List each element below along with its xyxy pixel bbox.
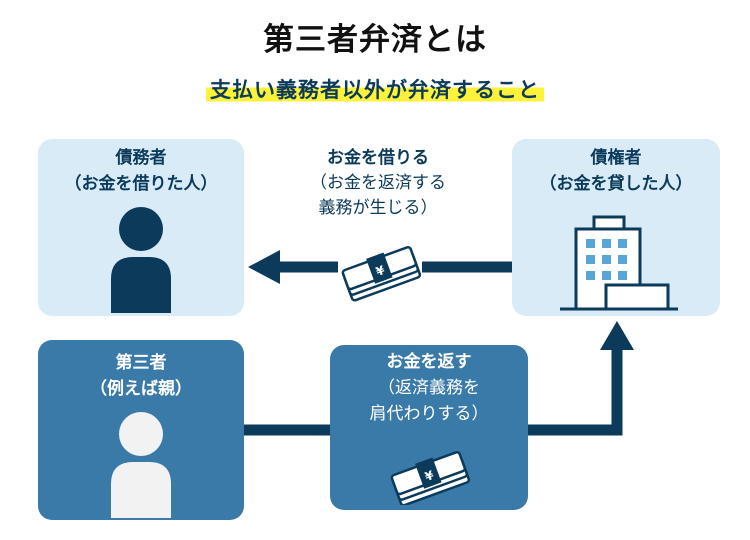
repay-desc-1: （返済義務を bbox=[378, 378, 480, 398]
building-icon bbox=[560, 215, 678, 311]
repay-title: お金を返す bbox=[386, 352, 472, 372]
borrow-desc-1: （お金を返済する bbox=[310, 173, 446, 193]
person-icon bbox=[111, 412, 171, 518]
creditor-title: 債権者 bbox=[590, 148, 642, 168]
debtor-label: 債務者 （お金を借りた人） bbox=[38, 145, 244, 197]
subtitle-wrap: 支払い義務者以外が弁済すること bbox=[0, 74, 750, 104]
page-subtitle: 支払い義務者以外が弁済すること bbox=[206, 74, 544, 104]
page-title: 第三者弁済とは bbox=[263, 22, 487, 58]
third-party-box: 第三者 （例えば親） bbox=[38, 340, 244, 520]
debtor-box: 債務者 （お金を借りた人） bbox=[38, 139, 244, 316]
creditor-subtitle: （お金を貸した人） bbox=[539, 174, 693, 194]
borrow-title: お金を借りる bbox=[327, 148, 429, 168]
repay-desc-2: 肩代わりする） bbox=[369, 404, 489, 424]
borrow-desc-2: 義務が生じる） bbox=[318, 198, 438, 218]
repay-arrow-head bbox=[600, 321, 634, 350]
money-bundle-icon: ¥ bbox=[390, 451, 471, 505]
repay-label: お金を返す （返済義務を 肩代わりする） bbox=[330, 349, 528, 427]
repay-box: お金を返す （返済義務を 肩代わりする） ¥ bbox=[330, 345, 528, 510]
third-party-title: 第三者 bbox=[115, 353, 167, 373]
debtor-title: 債務者 bbox=[115, 148, 167, 168]
third-party-label: 第三者 （例えば親） bbox=[38, 350, 244, 402]
money-bundle-icon: ¥ bbox=[338, 246, 422, 302]
borrow-arrow-head bbox=[248, 250, 280, 284]
repay-arrow-line bbox=[528, 340, 623, 436]
person-icon bbox=[111, 207, 171, 313]
borrow-text: お金を借りる （お金を返済する 義務が生じる） bbox=[268, 146, 488, 221]
creditor-box: 債権者 （お金を貸した人） bbox=[512, 139, 720, 316]
third-party-subtitle: （例えば親） bbox=[90, 379, 192, 399]
creditor-label: 債権者 （お金を貸した人） bbox=[512, 145, 720, 197]
debtor-subtitle: （お金を借りた人） bbox=[64, 174, 218, 194]
